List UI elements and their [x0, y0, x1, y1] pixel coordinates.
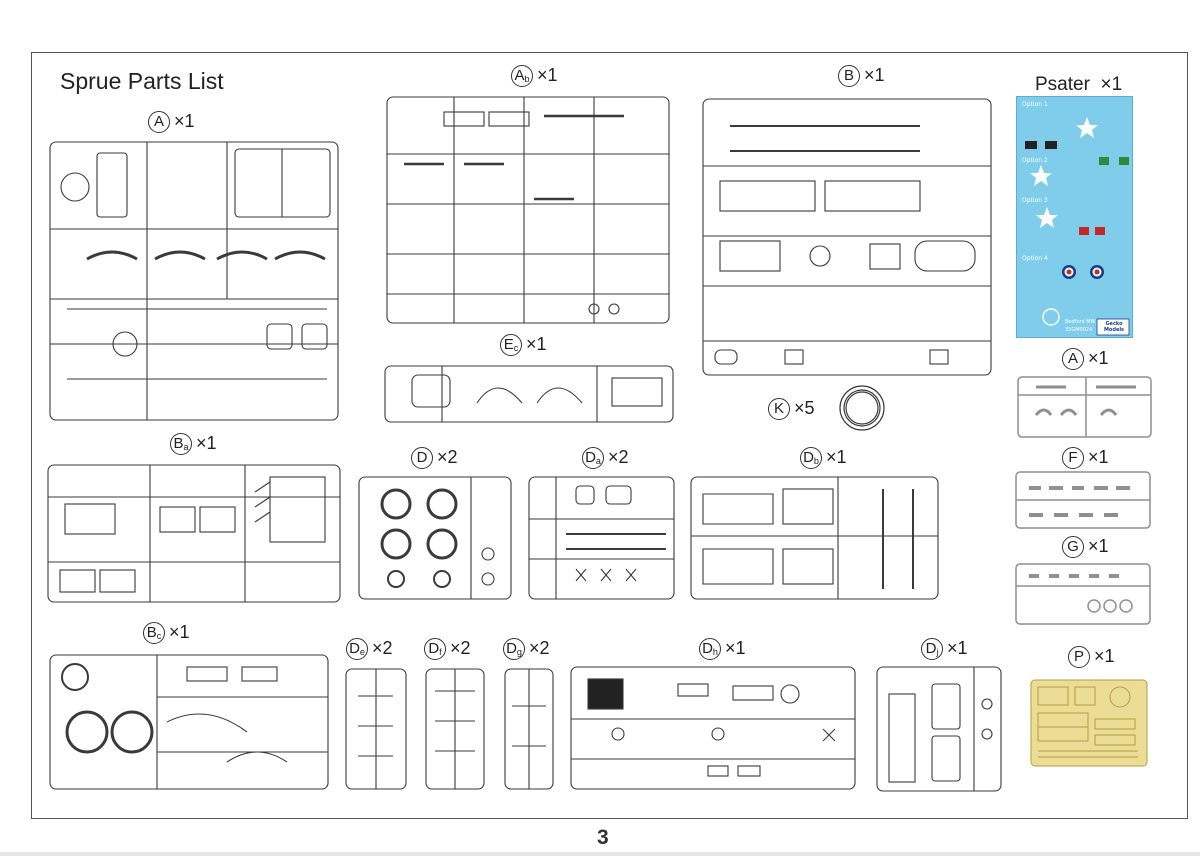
label-sprue-dg: Dg×2: [503, 637, 550, 661]
label-sprue-b: B×1: [838, 64, 885, 88]
label-sprue-ba: Ba×1: [170, 432, 217, 456]
sprue-dg-drawing: [502, 666, 556, 792]
sprue-ab-drawing: [384, 94, 672, 326]
page-number: 3: [597, 826, 609, 849]
sprue-bc-drawing: [47, 652, 331, 792]
sprue-letter-badge: F: [1062, 447, 1084, 470]
label-sprue-k: K×5: [768, 397, 815, 421]
label-sprue-p: P×1: [1068, 645, 1115, 669]
sprue-p-photo-etch: [1030, 679, 1148, 767]
label-sprue-a-grey: A×1: [1062, 347, 1109, 371]
label-decal-sheet: Psater ×1: [1035, 74, 1123, 95]
sprue-dj-drawing: [874, 664, 1004, 794]
label-sprue-de: De×2: [346, 637, 393, 661]
sprue-b-drawing: [700, 96, 994, 378]
decal-option-1: Option 1: [1022, 101, 1048, 108]
sprue-letter-badge: Dj: [921, 638, 943, 661]
sprue-db-drawing: [688, 474, 941, 602]
label-sprue-ec: Ec×1: [500, 333, 547, 357]
sprue-letter-badge: De: [346, 638, 368, 661]
sprue-f-drawing: [1014, 470, 1152, 530]
label-sprue-db: Db×1: [800, 446, 847, 470]
page-frame: [31, 52, 1188, 819]
decal-option-2: Option 2: [1022, 157, 1048, 164]
sprue-a-drawing: [47, 139, 341, 423]
decal-option-4: Option 4: [1022, 255, 1048, 262]
sprue-g-drawing: [1014, 562, 1152, 626]
scan-edge: [0, 852, 1200, 856]
sprue-letter-badge: Db: [800, 447, 822, 470]
decal-model-name: Bedford MW: [1065, 319, 1096, 325]
label-sprue-g: G×1: [1062, 535, 1109, 559]
sprue-letter-badge: Da: [582, 447, 604, 470]
sprue-dh-drawing: [568, 664, 858, 792]
sprue-letter-badge: Ba: [170, 433, 192, 456]
sprue-k-drawing: [838, 384, 886, 432]
decal-maker-logo: Gecko Models: [1103, 321, 1125, 333]
sprue-letter-badge: Ec: [500, 334, 522, 357]
sprue-de-drawing: [343, 666, 409, 792]
decal-option-3: Option 3: [1022, 197, 1048, 204]
sprue-df-drawing: [423, 666, 487, 792]
sprue-letter-badge: D: [411, 447, 433, 470]
sprue-letter-badge: Ab: [511, 65, 533, 88]
sprue-letter-badge: A: [148, 111, 170, 134]
label-sprue-f: F×1: [1062, 446, 1109, 470]
sprue-letter-badge: P: [1068, 646, 1090, 669]
label-sprue-df: Df×2: [424, 637, 471, 661]
decal-code: 35GM0024: [1065, 327, 1093, 333]
label-sprue-dj: Dj×1: [921, 637, 968, 661]
label-sprue-bc: Bc×1: [143, 621, 190, 645]
label-sprue-a: A×1: [148, 110, 195, 134]
sprue-ba-drawing: [45, 462, 343, 605]
page-title: Sprue Parts List: [60, 68, 224, 94]
sprue-letter-badge: G: [1062, 536, 1084, 559]
sprue-letter-badge: K: [768, 398, 790, 421]
label-sprue-dh: Dh×1: [699, 637, 746, 661]
sprue-letter-badge: B: [838, 65, 860, 88]
sprue-ec-drawing: [382, 363, 676, 425]
sprue-letter-badge: Df: [424, 638, 446, 661]
sprue-da-drawing: [526, 474, 677, 602]
sprue-letter-badge: Bc: [143, 622, 165, 645]
decal-sheet: Option 1 Option 2 Option 3 Option 4 Geck…: [1016, 96, 1133, 338]
label-sprue-da: Da×2: [582, 446, 629, 470]
sprue-d-drawing: [356, 474, 514, 602]
sprue-letter-badge: A: [1062, 348, 1084, 371]
label-sprue-ab: Ab×1: [511, 64, 558, 88]
sprue-letter-badge: Dg: [503, 638, 525, 661]
sprue-a-grey-drawing: [1016, 375, 1153, 439]
sprue-letter-badge: Dh: [699, 638, 721, 661]
label-sprue-d: D×2: [411, 446, 458, 470]
